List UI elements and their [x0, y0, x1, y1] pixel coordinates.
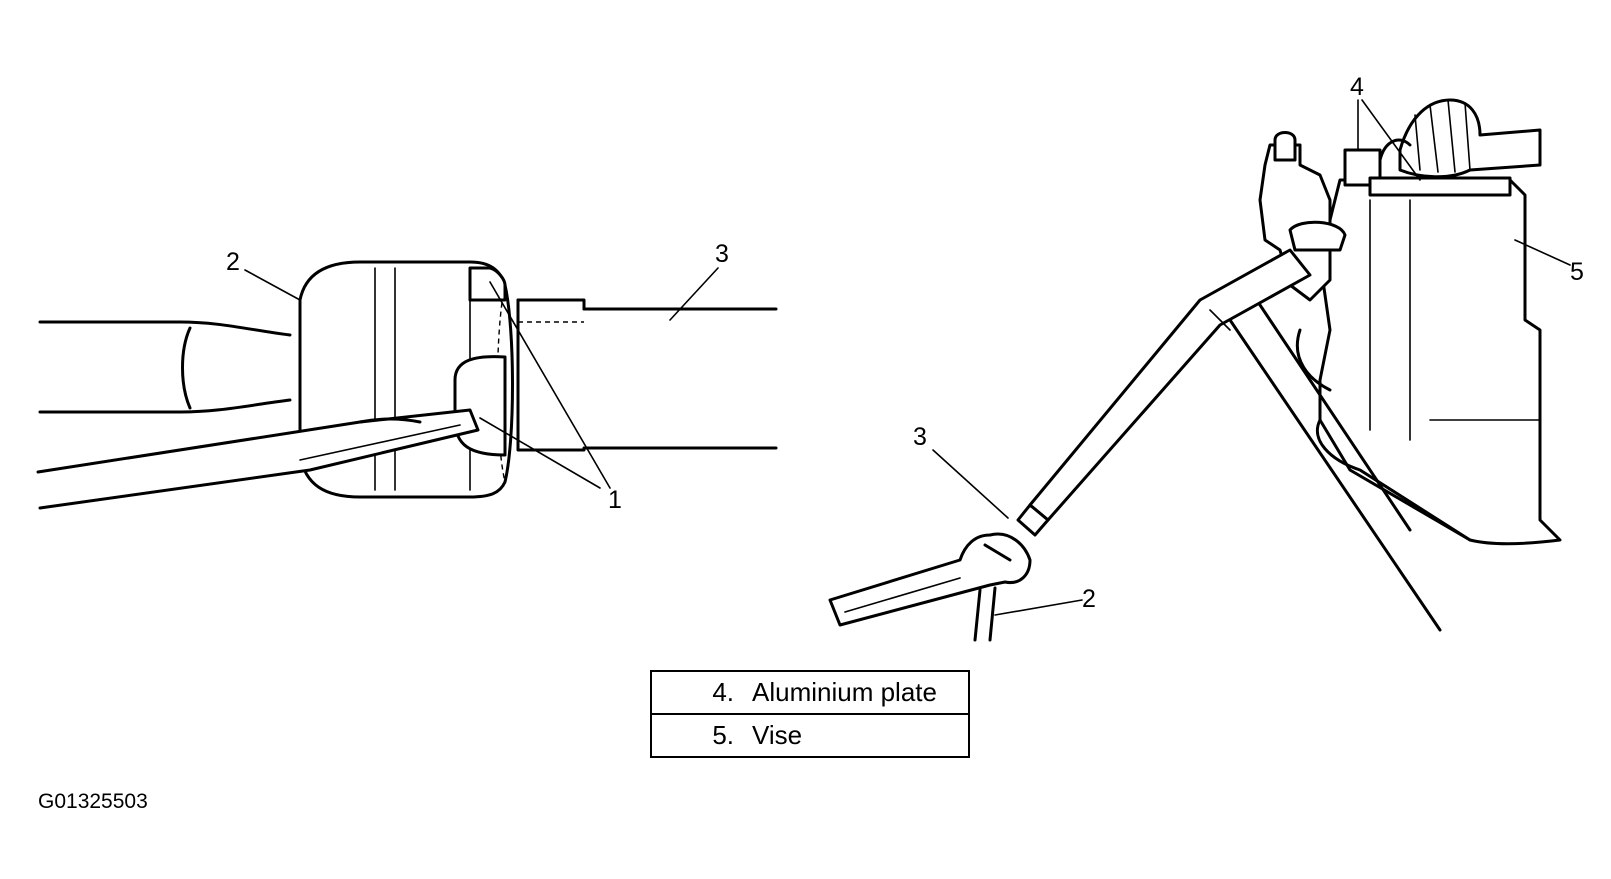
right-leader-lines [932, 99, 1571, 616]
vise [1228, 178, 1562, 632]
callout-3-left: 3 [715, 240, 729, 268]
right-view: 4 5 3 2 [828, 73, 1584, 642]
legend-text: Vise [752, 720, 803, 750]
left-leader-lines [244, 267, 719, 489]
legend-text: Aluminium plate [752, 677, 937, 707]
tie-rod-shaft [38, 320, 292, 414]
legend-table: 4. Aluminium plate 5. Vise [650, 670, 970, 758]
figure-id: G01325503 [38, 790, 148, 813]
aluminium-plates [1343, 148, 1512, 197]
legend-row: 5. Vise [650, 713, 970, 758]
legend-row: 4. Aluminium plate [650, 670, 970, 715]
callout-2-left: 2 [226, 248, 240, 276]
callout-3-right: 3 [913, 423, 927, 451]
rack-boot [1378, 98, 1542, 179]
callout-4-right: 4 [1350, 73, 1364, 101]
chisel-tool [36, 408, 480, 510]
rack-housing [516, 298, 778, 452]
holding-tool [973, 586, 997, 642]
left-view: 2 3 1 [36, 240, 778, 514]
tie-rod [1016, 248, 1312, 537]
legend-number: 4. [712, 677, 734, 707]
callout-5-right: 5 [1570, 258, 1584, 286]
callout-1-left: 1 [608, 486, 622, 514]
legend-number: 5. [712, 720, 734, 750]
pinion-housing [1258, 131, 1347, 302]
callout-2-right: 2 [1082, 585, 1096, 613]
wrench [828, 532, 1032, 627]
